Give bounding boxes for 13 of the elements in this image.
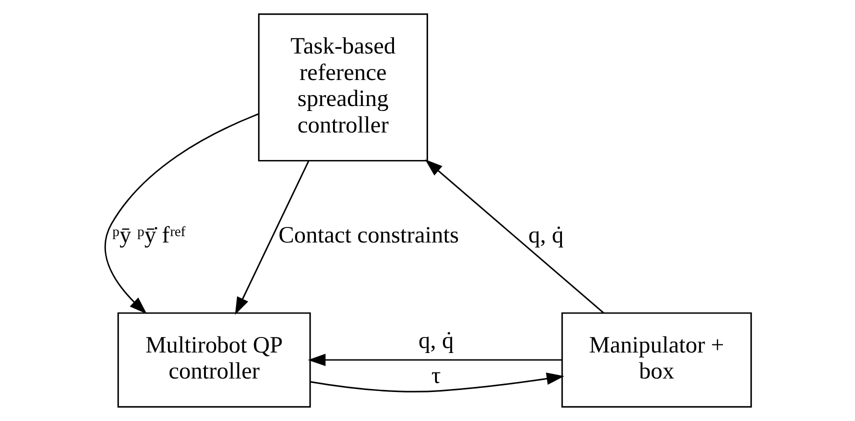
edge-label: Contact constraints bbox=[278, 222, 458, 248]
arrow bbox=[234, 160, 309, 315]
edge-label: τ bbox=[430, 363, 440, 390]
node-box: Manipulator + box bbox=[560, 312, 752, 408]
node-box: Multirobot QP controller bbox=[116, 312, 310, 408]
arrow bbox=[104, 113, 258, 314]
edge-label: ᵖȳ ᵖȳ̇ fʳᵉᶠ bbox=[112, 222, 186, 248]
edge-label: q, q̇ bbox=[528, 222, 564, 248]
arrow bbox=[307, 354, 562, 366]
node-box: Task-based reference spreading controller bbox=[258, 13, 428, 162]
arrow bbox=[310, 372, 564, 392]
arrow bbox=[424, 159, 604, 314]
edge-label: q, q̇ bbox=[418, 328, 454, 354]
